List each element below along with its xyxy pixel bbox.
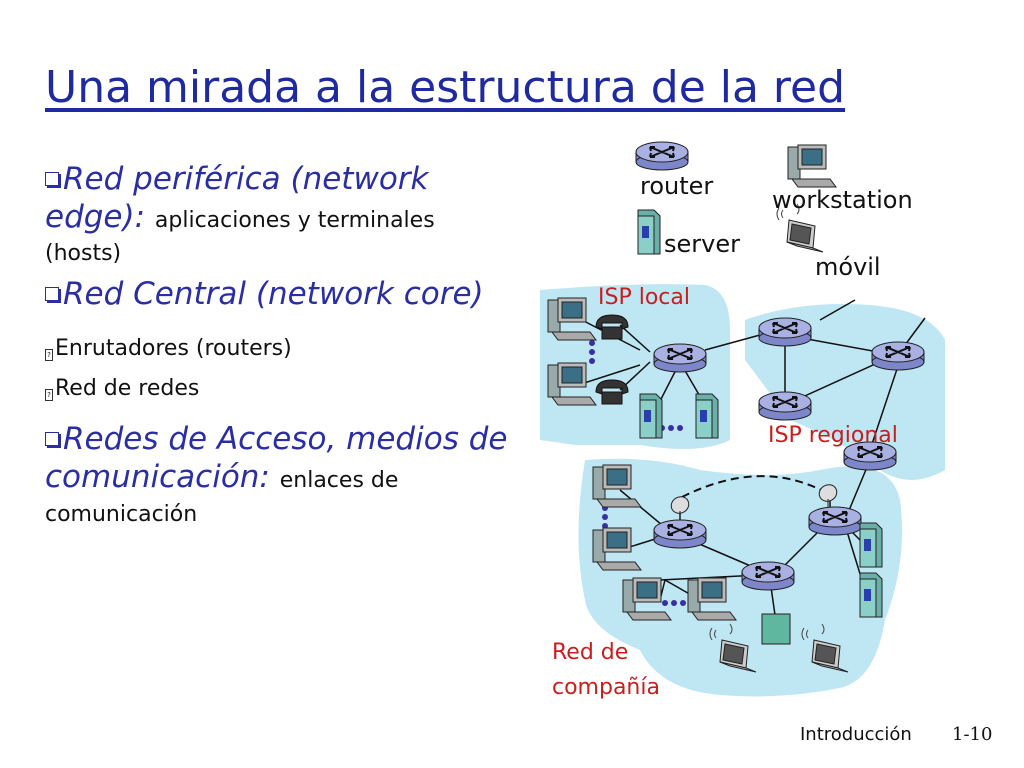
footer-page-number: 1-10 bbox=[952, 724, 993, 745]
bullet-heading: Red periférica (network bbox=[63, 161, 429, 197]
router-icon bbox=[653, 343, 707, 373]
router-icon bbox=[635, 141, 689, 171]
bullet-detail-cont: (hosts) bbox=[45, 241, 122, 266]
server-icon bbox=[859, 522, 883, 568]
bullet-box-icon bbox=[45, 172, 59, 186]
subbullet-label: Enrutadores (routers) bbox=[55, 336, 292, 361]
slide-title: Una mirada a la estructura de la red bbox=[45, 62, 846, 113]
bullet-list: Red periférica (network edge): aplicacio… bbox=[45, 160, 535, 313]
bullet-heading-cont: edge): bbox=[45, 199, 146, 235]
router-icon bbox=[871, 341, 925, 371]
bullet-detail: enlaces de bbox=[279, 468, 399, 493]
server-icon bbox=[639, 393, 663, 439]
router-icon bbox=[653, 519, 707, 549]
router-icon bbox=[808, 506, 862, 536]
dots-icon bbox=[589, 340, 686, 606]
bullet-heading-cont: comunicación: bbox=[45, 459, 270, 495]
legend-workstation-label: workstation bbox=[772, 186, 913, 214]
subbullet-routers: ?Enrutadores (routers) bbox=[45, 336, 292, 361]
missing-glyph-icon: ? bbox=[45, 349, 53, 361]
bullet-heading: Redes de Acceso, medios de bbox=[63, 421, 508, 457]
legend-router-label: router bbox=[640, 172, 714, 200]
bullet-access-cont: comunicación: enlaces de bbox=[45, 458, 535, 499]
server-icon bbox=[695, 393, 719, 439]
bullet-box-icon bbox=[45, 287, 59, 301]
bullet-detail: aplicaciones y terminales bbox=[154, 208, 435, 233]
satellite-link bbox=[681, 475, 826, 498]
bullet-access: Redes de Acceso, medios de bbox=[45, 420, 535, 458]
legend-mobile-label: móvil bbox=[815, 253, 881, 281]
legend-server-label: server bbox=[664, 230, 740, 258]
bullet-core: Red Central (network core) bbox=[45, 275, 535, 313]
missing-glyph-icon: ? bbox=[45, 389, 53, 401]
access-point-icon bbox=[761, 613, 791, 645]
isp-regional-label: ISP regional bbox=[768, 423, 898, 448]
bullet-edge: Red periférica (network bbox=[45, 160, 535, 198]
router-icon bbox=[741, 561, 795, 591]
subbullet-label: Red de redes bbox=[55, 376, 200, 401]
router-icon bbox=[758, 391, 812, 421]
bullet-box-icon bbox=[45, 432, 59, 446]
company-label-line2: compañía bbox=[552, 675, 660, 700]
footer-section: Introducción bbox=[800, 724, 912, 745]
bullet-edge-cont: edge): aplicaciones y terminales bbox=[45, 198, 535, 239]
isp-local-label: ISP local bbox=[598, 285, 690, 310]
router-icon bbox=[758, 317, 812, 347]
bullet-heading: Red Central (network core) bbox=[63, 276, 484, 312]
server-icon bbox=[637, 209, 661, 255]
subbullet-networks: ?Red de redes bbox=[45, 376, 199, 401]
bullet-detail-cont: comunicación bbox=[45, 502, 198, 527]
bullet-list-2: Redes de Acceso, medios de comunicación:… bbox=[45, 420, 535, 531]
workstation-icon bbox=[787, 144, 837, 188]
server-icon bbox=[859, 572, 883, 618]
company-label-line1: Red de bbox=[552, 640, 629, 665]
